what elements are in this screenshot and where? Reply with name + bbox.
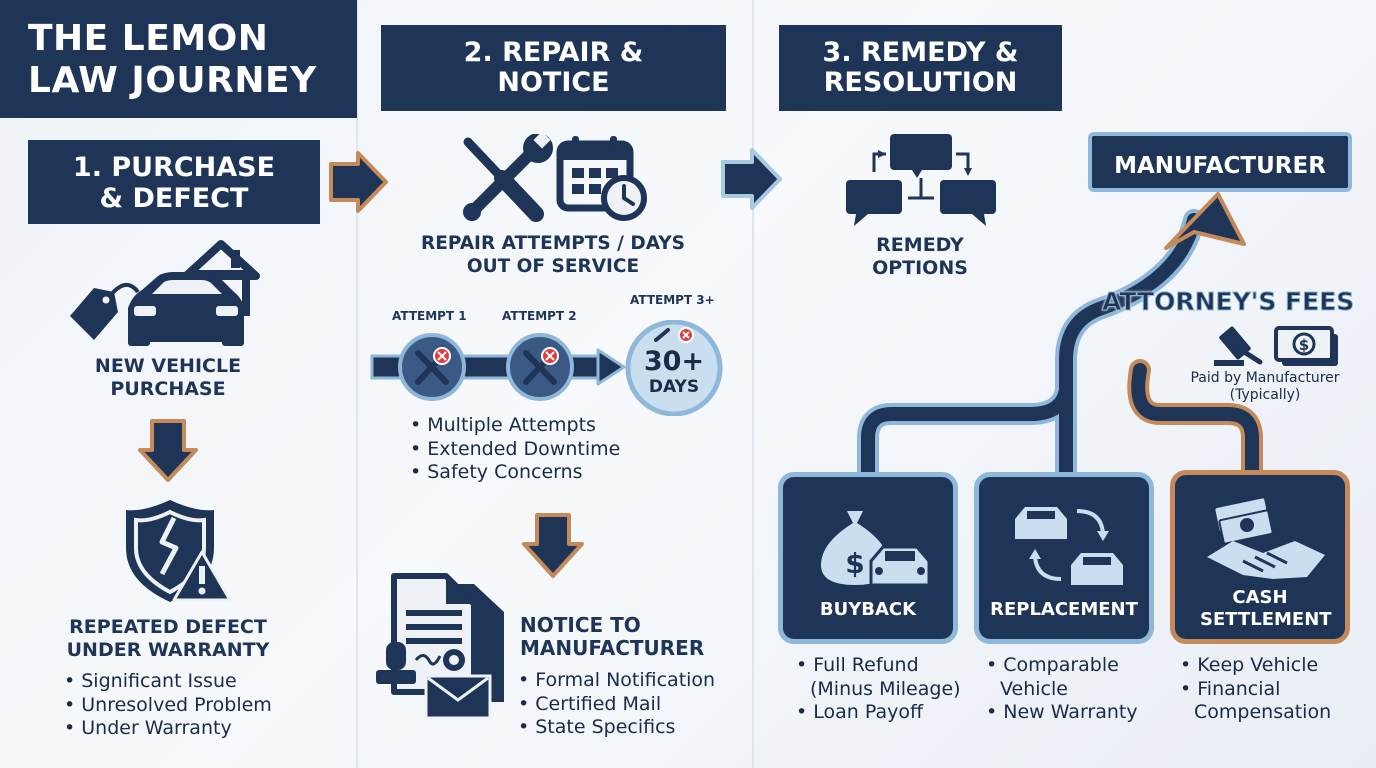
envelope-icon <box>424 674 492 720</box>
gavel-icon: $ <box>1214 326 1338 366</box>
option-replacement: REPLACEMENT <box>974 472 1154 644</box>
notice-bullets: • Formal Notification • Certified Mail •… <box>518 669 715 740</box>
list-item: • Significant Issue <box>64 670 237 692</box>
handshake-cash-icon <box>1207 498 1325 579</box>
repair-label: REPAIR ATTEMPTS / DAYS OUT OF SERVICE <box>421 233 685 277</box>
list-item: • Certified Mail <box>518 692 662 715</box>
days-out-badge: 30+ DAYS <box>643 346 705 398</box>
cash-settlement-bullets: • Keep Vehicle • Financial Compensation <box>1180 654 1331 725</box>
arrow-down-icon <box>138 419 198 482</box>
page-title: THE LEMON LAW JOURNEY <box>0 0 357 118</box>
column-divider <box>752 0 754 768</box>
dollar-bill-icon: $ <box>1274 326 1338 366</box>
list-item: Compensation <box>1194 701 1332 723</box>
attempt-label: ATTEMPT 1 <box>392 309 467 323</box>
purchase-label: NEW VEHICLE PURCHASE <box>94 355 242 400</box>
list-item: • Full Refund <box>796 654 919 676</box>
warning-icon <box>172 550 232 602</box>
wrench-screwdriver-icon <box>463 134 647 222</box>
svg-text:$: $ <box>1299 336 1309 354</box>
attempt-2-icon <box>506 333 574 401</box>
svg-text:$: $ <box>845 547 864 580</box>
list-item: • Unresolved Problem <box>64 693 272 716</box>
defect-label: REPEATED DEFECT UNDER WARRANTY <box>66 616 270 661</box>
step2-header: 2. REPAIR & NOTICE <box>381 25 726 111</box>
replacement-bullets: • Comparable Vehicle • New Warranty <box>986 654 1138 725</box>
money-bag-icon: $ <box>821 511 931 587</box>
manufacturer-box: MANUFACTURER <box>1088 132 1352 192</box>
attempt-label: ATTEMPT 3+ <box>630 293 715 307</box>
list-item: • Financial <box>1180 677 1281 700</box>
option-cash-settlement: CASH SETTLEMENT <box>1170 470 1350 644</box>
list-item: • Multiple Attempts <box>410 414 596 436</box>
step1-bullets: • Significant Issue • Unresolved Problem… <box>64 670 272 741</box>
list-item: • New Warranty <box>986 701 1138 723</box>
list-item: • Extended Downtime <box>410 437 621 460</box>
list-item: • State Specifics <box>518 716 676 738</box>
repair-bullets: • Multiple Attempts • Extended Downtime … <box>410 414 620 485</box>
remedy-label: REMEDY OPTIONS <box>872 234 968 279</box>
list-item: • Comparable <box>986 654 1119 676</box>
paid-by-note: Paid by Manufacturer (Typically) <box>1190 370 1340 403</box>
arrow-down-icon <box>522 513 584 578</box>
list-item: Vehicle <box>1000 677 1068 700</box>
notice-label: NOTICE TO MANUFACTURER <box>520 613 705 660</box>
buyback-bullets: • Full Refund (Minus Mileage) • Loan Pay… <box>796 654 961 725</box>
list-item: • Under Warranty <box>64 717 232 739</box>
shield-crack-icon <box>126 500 232 602</box>
flow-arrows <box>857 192 1263 480</box>
attempt-1-icon <box>398 333 466 401</box>
document-stamp-icon <box>376 573 504 720</box>
list-item: • Safety Concerns <box>410 461 583 483</box>
arrow-right-icon <box>329 151 388 213</box>
step3-header: 3. REMEDY & RESOLUTION <box>779 25 1062 111</box>
column-divider <box>356 0 358 768</box>
attorney-fees-label: ATTORNEY'S FEES <box>1101 287 1355 317</box>
list-item: • Keep Vehicle <box>1180 654 1319 676</box>
step1-header: 1. PURCHASE & DEFECT <box>28 140 320 224</box>
option-buyback: $ BUYBACK <box>778 472 958 644</box>
list-item: (Minus Mileage) <box>810 677 961 700</box>
attempt-label: ATTEMPT 2 <box>502 309 577 323</box>
car-tag-icon <box>70 240 260 346</box>
list-item: • Formal Notification <box>518 669 716 691</box>
attempts-track <box>370 320 723 416</box>
calendar-clock-icon <box>556 136 647 221</box>
chat-flow-icon <box>846 134 996 226</box>
list-item: • Loan Payoff <box>796 701 924 723</box>
arrow-right-icon <box>721 148 782 210</box>
car-swap-icon <box>1015 507 1123 585</box>
